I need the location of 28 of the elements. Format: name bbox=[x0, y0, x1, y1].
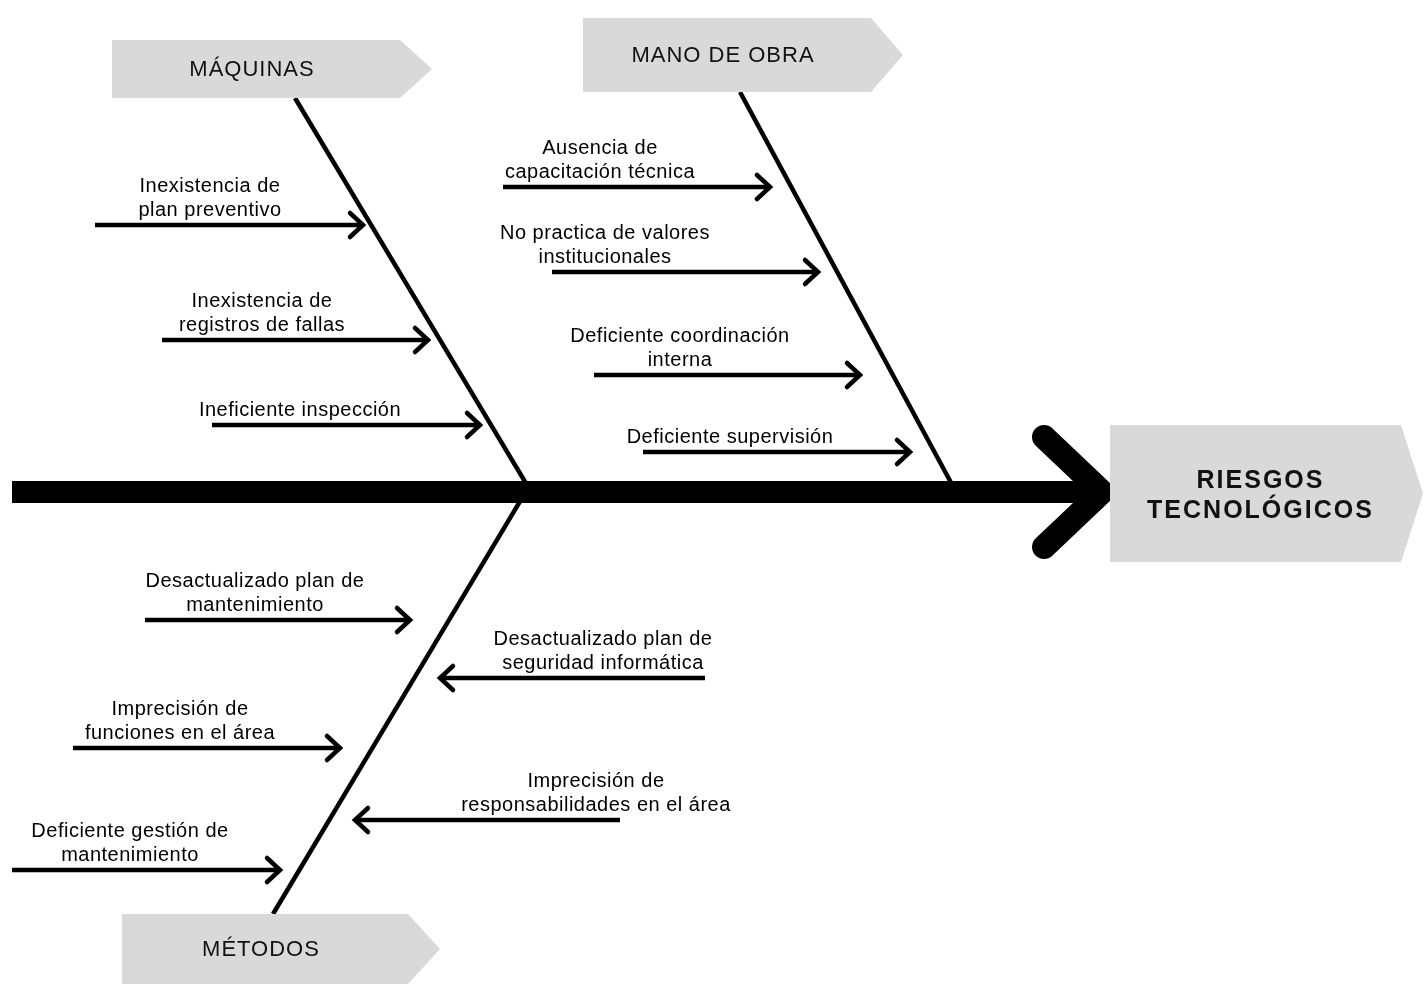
cause-label: Desactualizado plan de seguridad informática bbox=[468, 626, 738, 678]
arrow bbox=[145, 605, 413, 635]
category-tag: MÉTODOS bbox=[122, 914, 440, 984]
arrow bbox=[437, 663, 705, 693]
cause-label: Ausencia de capacitación técnica bbox=[490, 135, 710, 187]
cause-label: Deficiente coordinación interna bbox=[555, 323, 805, 375]
arrow bbox=[12, 855, 283, 885]
cause-label: Inexistencia de registros de fallas bbox=[157, 288, 367, 340]
arrow bbox=[212, 410, 483, 440]
arrow bbox=[643, 437, 913, 467]
arrow bbox=[95, 210, 366, 240]
arrow bbox=[73, 733, 343, 763]
effect-box: RIESGOS TECNOLÓGICOS bbox=[1110, 425, 1423, 562]
cause-label: Deficiente gestión de mantenimiento bbox=[12, 818, 241, 870]
arrow bbox=[594, 360, 863, 390]
category-tag: MANO DE OBRA bbox=[583, 18, 903, 92]
arrow bbox=[162, 325, 431, 355]
cause-label: Inexistencia de plan preventivo bbox=[95, 173, 295, 225]
cause-label: Imprecisión de responsabilidades en el área bbox=[451, 768, 741, 820]
cause-label: Desactualizado plan de mantenimiento bbox=[134, 568, 376, 620]
cause-label: Deficiente supervisión bbox=[615, 424, 845, 452]
arrow bbox=[552, 257, 821, 287]
cause-label: No practica de valores institucionales bbox=[490, 220, 720, 272]
category-tag: MÁQUINAS bbox=[112, 40, 432, 98]
arrow bbox=[503, 172, 773, 202]
arrow bbox=[352, 805, 620, 835]
cause-label: Ineficiente inspección bbox=[185, 397, 415, 425]
cause-label: Imprecisión de funciones en el área bbox=[73, 696, 286, 748]
